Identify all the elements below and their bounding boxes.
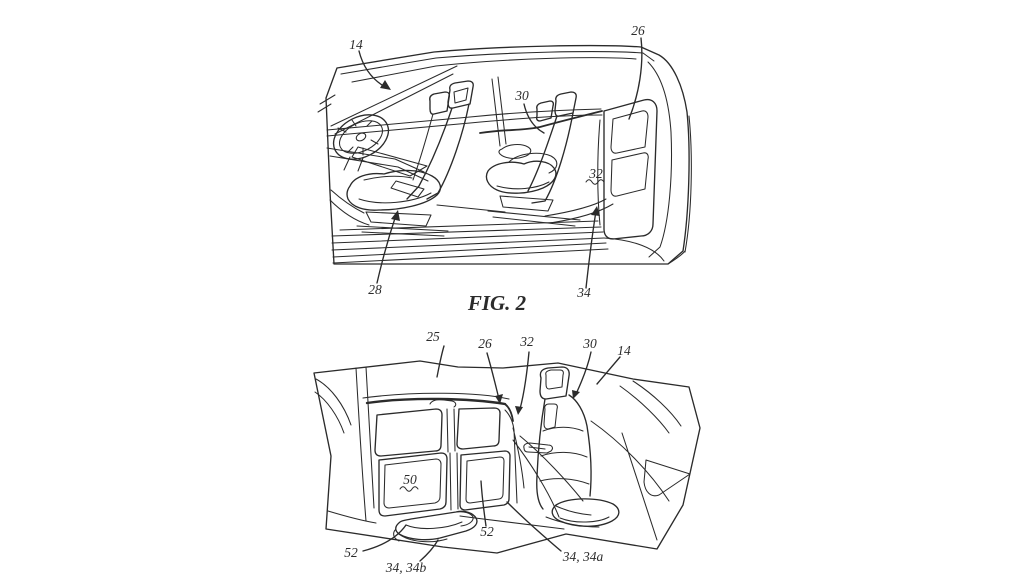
fig2-front-seats <box>346 80 474 237</box>
fig2-second-row-seats <box>436 91 581 227</box>
fig3-rear-seat <box>536 366 620 527</box>
ref-label-30: 30 <box>514 88 529 103</box>
ref-label-32: 32 <box>588 166 603 181</box>
ref-label-14: 14 <box>349 37 363 52</box>
fig3-cargo-interior-drawing: 25 26 32 30 14 50 52 52 34, 34b 34, 34a <box>313 329 701 575</box>
ref-label-26b: 26 <box>478 336 492 351</box>
fig3-seatback-partition <box>362 392 525 504</box>
ref-label-34-34a: 34, 34a <box>562 549 604 564</box>
ref-label-34-34b: 34, 34b <box>385 560 427 575</box>
fig3-outline <box>313 360 701 554</box>
fig3-leader-lines <box>362 345 621 562</box>
fig2-vehicle-cutaway-drawing: 14 26 30 32 28 34 FIG. 2 <box>317 23 692 315</box>
fig2-dashboard <box>326 146 429 198</box>
ref-label-28: 28 <box>368 282 382 297</box>
ref-label-32b: 32 <box>519 334 534 349</box>
fig3-door-trim <box>590 380 691 541</box>
ref-label-50: 50 <box>403 472 417 487</box>
fig2-reference-labels: 14 26 30 32 28 34 <box>349 23 645 300</box>
ref-label-30b: 30 <box>582 336 597 351</box>
ref-label-26: 26 <box>631 23 645 38</box>
ref-label-14b: 14 <box>617 343 631 358</box>
ref-label-52-door: 52 <box>480 524 494 539</box>
fig3-reference-labels: 25 26 32 30 14 50 52 52 34, 34b 34, 34a <box>344 329 631 575</box>
fig3-fold-out-tray <box>393 510 478 543</box>
ref-label-52-tray: 52 <box>344 545 358 560</box>
fig2-leader-lines <box>358 37 643 289</box>
fig3-floor-and-latch <box>459 435 600 530</box>
fig3-storage-doors <box>378 450 511 517</box>
ref-label-34: 34 <box>576 285 591 300</box>
ref-label-25: 25 <box>426 329 440 344</box>
figure-caption-fig2: FIG. 2 <box>467 291 527 315</box>
fig2-quarter-panel <box>544 98 658 240</box>
